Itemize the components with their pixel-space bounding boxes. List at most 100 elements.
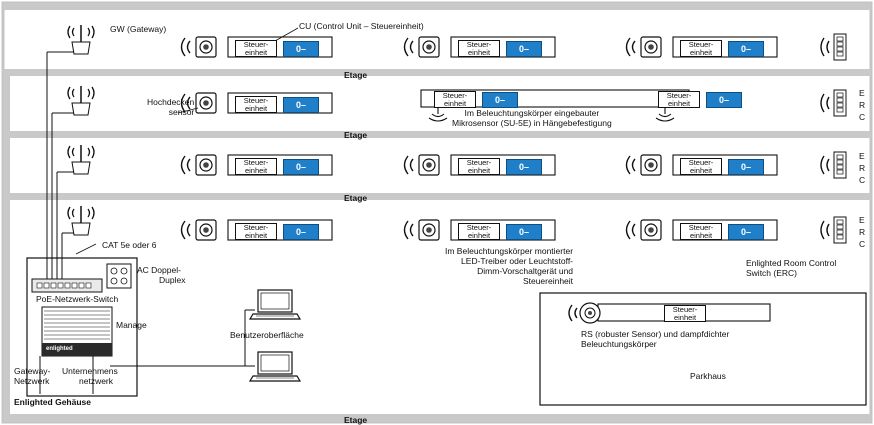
control-unit-label-box: Steuer-einheit [458,40,500,57]
user-interface-label: Benutzeroberfläche [230,330,304,340]
control-unit-label-line2: einheit [467,47,491,57]
control-unit: Steuer-einheit 0– [458,223,542,240]
ceiling-sensor-label-line1: Hochdecken [147,97,195,107]
ac-duplex-label: AC Doppel- Duplex [137,265,185,285]
ac-duplex-label-line1: AC Doppel- [137,265,181,275]
gateway-network-label: Gateway- Netzwerk [14,366,50,386]
cat-cable-label: CAT 5e oder 6 [102,240,157,250]
enterprise-network-label: Unternehmens netzwerk [62,366,118,386]
led-driver-label-line2: LED-Treiber oder Leuchtstoff- [461,256,574,266]
erc-letter-c: C [859,239,866,249]
control-unit-label-line2: einheit [244,47,268,57]
erc-letter-c: C [859,175,866,185]
enlighted-logo: enlighted [46,346,73,352]
control-unit-label-line1: Steuer- [243,96,269,105]
ceiling-sensor-label-line2: sensor [168,107,195,117]
rs-sensor-label: RS (robuster Sensor) und dampfdichter Be… [581,329,729,349]
control-unit-label-line1: Steuer- [688,223,714,232]
control-unit-label-line1: Steuer- [466,40,492,49]
control-unit-label-line2: einheit [443,98,467,108]
control-unit-label-box: Steuer-einheit [434,91,476,108]
control-unit-dimmer-button: 0– [728,40,764,57]
control-unit-label: CU (Control Unit – Steuereinheit) [299,21,424,31]
control-unit-label-line2: einheit [467,230,491,240]
control-unit-dimmer-button: 0– [728,158,764,175]
micro-sensor-label: Im Beleuchtungskörper eingebauter Mikros… [452,108,612,128]
control-unit-label-line2: einheit [673,312,697,322]
led-driver-label-line4: Steuereinheit [522,276,574,286]
control-unit: Steuer-einheit 0– [458,158,542,175]
control-unit: Steuer-einheit 0– [680,158,764,175]
control-unit-label-line2: einheit [667,98,691,108]
floor-label-3: Etage [344,193,368,203]
control-unit-label-box: Steuer-einheit [680,158,722,175]
manage-label: Manage [116,320,147,330]
control-unit-label-box: Steuer-einheit [235,40,277,57]
ac-duplex-label-line2: Duplex [159,275,186,285]
led-driver-label: Im Beleuchtungskörper montierter LED-Tre… [445,246,573,286]
erc-letter-c: C [859,112,866,122]
erc-letter-e: E [859,151,865,161]
control-unit-label-line1: Steuer- [466,223,492,232]
enterprise-network-label-line1: Unternehmens [62,366,118,376]
control-unit: Steuer-einheit 0– [434,91,518,108]
control-unit-dimmer-button: 0– [283,40,319,57]
control-unit-label-box: Steuer-einheit [458,223,500,240]
control-unit-label-box: Steuer-einheit [235,158,277,175]
control-unit-dimmer-button: 0– [283,223,319,240]
control-unit-label-box: Steuer-einheit [235,96,277,113]
control-unit-dimmer-button: 0– [728,223,764,240]
erc-label-line2: Switch (ERC) [746,268,798,278]
control-unit-label-line2: einheit [689,230,713,240]
erc-letters-floor4: E R C [859,214,865,250]
led-driver-label-line1: Im Beleuchtungskörper montierter [445,246,574,256]
control-unit-label-line2: einheit [244,103,268,113]
control-unit-label-box: Steuer-einheit [658,91,700,108]
control-unit-label-line1: Steuer- [688,158,714,167]
control-unit-label-line1: Steuer- [672,305,698,314]
micro-sensor-label-line2: Mikrosensor (SU-5E) in Hängebefestigung [452,118,612,128]
enterprise-network-label-line2: netzwerk [79,376,114,386]
control-unit: Steuer-einheit 0– [680,223,764,240]
floor-label-4: Etage [344,415,368,425]
control-unit-label-line2: einheit [244,230,268,240]
control-unit-label-box: Steuer-einheit [680,40,722,57]
gateway-network-label-line2: Netzwerk [14,376,50,386]
control-unit-label-line2: einheit [467,165,491,175]
erc-letter-r: R [859,163,866,173]
control-unit-dimmer-button: 0– [283,158,319,175]
rs-sensor-label-line1: RS (robuster Sensor) und dampfdichter [581,329,730,339]
control-unit-label-line1: Steuer- [666,91,692,100]
control-unit-label-line1: Steuer- [243,40,269,49]
erc-letters-floor2: E R C [859,87,865,123]
control-unit: Steuer-einheit 0– [235,40,319,57]
parking-label: Parkhaus [690,371,726,381]
floor-label-2: Etage [344,130,368,140]
control-unit-label-line1: Steuer- [243,158,269,167]
control-unit: Steuer-einheit 0– [680,40,764,57]
rs-sensor-label-line2: Beleuchtungskörper [581,339,657,349]
erc-letter-e: E [859,88,865,98]
erc-letter-e: E [859,215,865,225]
control-unit-dimmer-button: 0– [283,96,319,113]
control-unit-label-line1: Steuer- [688,40,714,49]
gateway-network-label-line1: Gateway- [14,366,51,376]
control-unit-dimmer-button: 0– [506,223,542,240]
erc-letters-floor3: E R C [859,150,865,186]
enclosure-label: Enlighted Gehäuse [14,397,91,407]
control-unit-label-line1: Steuer- [466,158,492,167]
control-unit-label-line1: Steuer- [442,91,468,100]
floor-label-1: Etage [344,70,368,80]
control-unit-dimmer-button: 0– [506,158,542,175]
control-unit-label-line2: einheit [244,165,268,175]
ceiling-sensor-label: Hochdecken sensor [147,97,194,117]
control-unit-dimmer-button: 0– [506,40,542,57]
gateway-label: GW (Gateway) [110,24,167,34]
control-unit-label-line1: Steuer- [243,223,269,232]
control-unit-label-box: Steuer-einheit [680,223,722,240]
control-unit-dimmer-button: 0– [482,91,518,108]
control-unit-label-box: Steuer-einheit [235,223,277,240]
